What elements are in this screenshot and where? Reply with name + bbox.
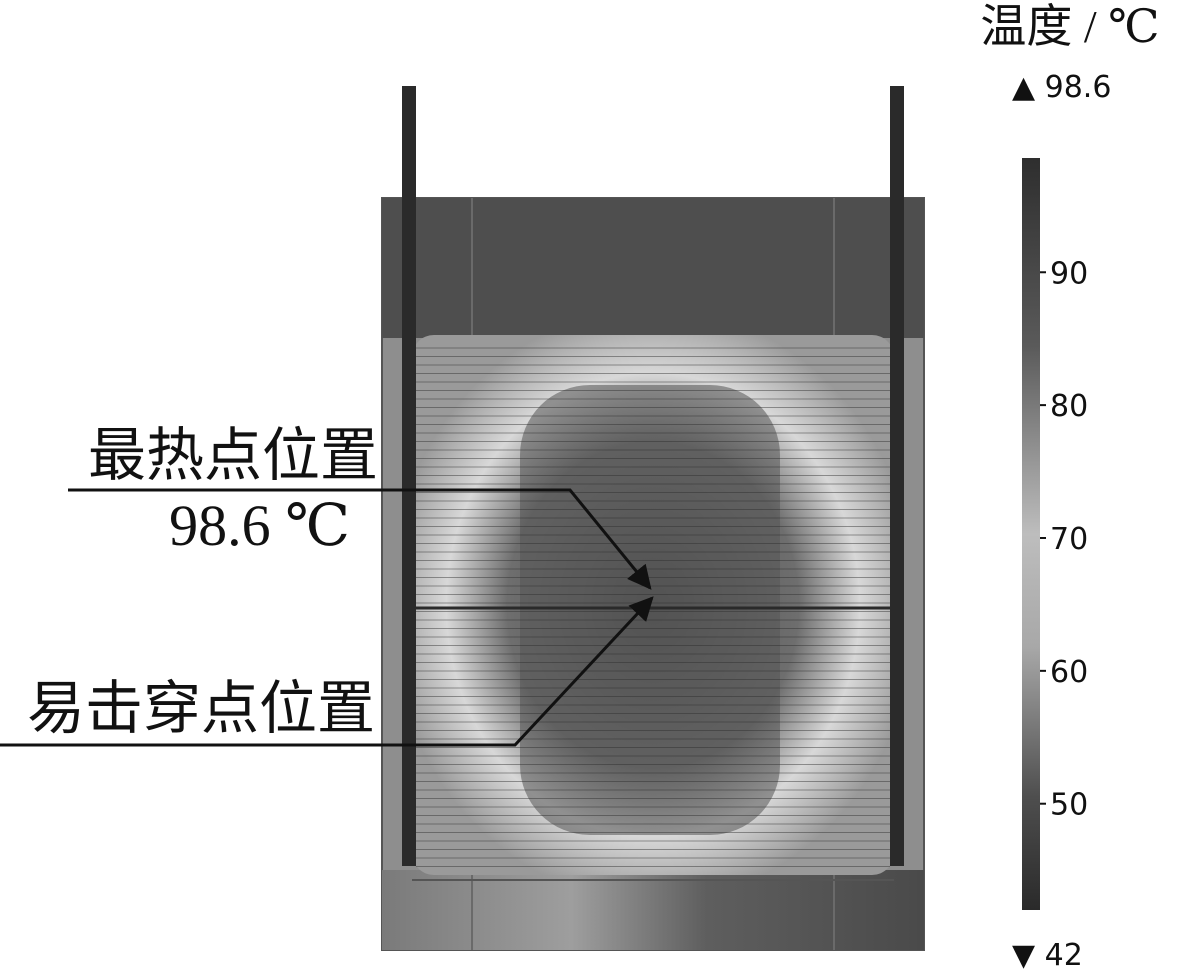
winding-hotcore bbox=[520, 385, 780, 835]
colorbar-max-label: ▲ 98.6 bbox=[1012, 70, 1111, 105]
hottest-point-leader bbox=[68, 488, 652, 590]
hottest-point-value: 98.6 ℃ bbox=[169, 493, 350, 558]
temperature-colorbar: 温度 / ℃ ▲ 98.6 90 80 70 60 50 ▼ 42 bbox=[980, 1, 1159, 973]
transformer-model bbox=[381, 86, 925, 951]
colorbar-tick-label: 60 bbox=[1050, 655, 1088, 690]
winding-turns bbox=[416, 347, 890, 867]
colorbar-gradient bbox=[1022, 158, 1040, 910]
colorbar-tick-label: 80 bbox=[1050, 389, 1088, 424]
colorbar-tick-label: 70 bbox=[1050, 522, 1088, 557]
callout-hottest-point: 最热点位置 98.6 ℃ bbox=[68, 423, 652, 590]
colorbar-title: 温度 / ℃ bbox=[980, 1, 1159, 52]
breakdown-point-label: 易击穿点位置 bbox=[27, 676, 375, 741]
colorbar-ticks: 90 80 70 60 50 bbox=[1040, 256, 1088, 823]
top-region bbox=[382, 198, 924, 338]
hottest-point-label: 最热点位置 bbox=[88, 423, 378, 488]
callout-breakdown-point: 易击穿点位置 bbox=[0, 596, 654, 747]
bottom-region bbox=[382, 870, 924, 950]
colorbar-tick-label: 50 bbox=[1050, 788, 1088, 823]
colorbar-tick-label: 90 bbox=[1050, 256, 1088, 291]
lead-right bbox=[890, 86, 904, 866]
lead-left bbox=[402, 86, 416, 866]
colorbar-min-label: ▼ 42 bbox=[1012, 938, 1083, 973]
breakdown-point-leader bbox=[0, 596, 654, 747]
